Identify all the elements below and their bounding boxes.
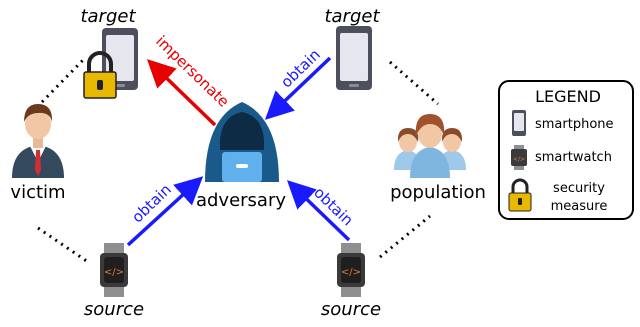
- source-right-smartwatch-icon: </>: [337, 243, 365, 297]
- obtain-arrow-bottom-right: [286, 180, 351, 242]
- target-right-label: target: [324, 6, 380, 27]
- obtain-label-bottom-left: obtain: [128, 180, 175, 226]
- connector-population-source: [379, 214, 431, 259]
- adversary-icon: [205, 102, 279, 182]
- source-left-smartwatch-icon: </>: [100, 243, 128, 297]
- impersonate-label: impersonate: [152, 32, 232, 111]
- population-icon: [394, 114, 466, 178]
- legend-smartphone-icon: [512, 110, 526, 136]
- population-label: population: [390, 182, 486, 203]
- connector-population-target: [389, 60, 439, 106]
- legend-title: LEGEND: [535, 87, 601, 106]
- padlock-icon: [83, 51, 117, 99]
- legend-item-smartphone: smartphone: [535, 117, 614, 132]
- connector-victim-target: [40, 56, 87, 104]
- target-right-smartphone-icon: [336, 26, 372, 90]
- victim-label: victim: [10, 182, 65, 203]
- impersonate-arrow: [146, 59, 217, 127]
- source-left-label: source: [84, 299, 144, 320]
- adversary-label: adversary: [196, 190, 286, 211]
- svg-text:</>: </>: [513, 156, 525, 163]
- legend-smartwatch-icon: </>: [511, 145, 527, 170]
- legend-item-smartwatch: smartwatch: [535, 150, 612, 165]
- obtain-arrow-bottom-left: [126, 176, 204, 247]
- obtain-label-bottom-right: obtain: [310, 183, 357, 229]
- dotted-connectors: [37, 56, 439, 264]
- victim-icon: [12, 104, 64, 178]
- legend-item-security-line2: measure: [551, 199, 608, 214]
- connector-victim-source: [37, 226, 89, 264]
- legend-box: [498, 80, 634, 220]
- source-right-label: source: [321, 299, 381, 320]
- legend-padlock-icon: [508, 178, 532, 212]
- svg-text:</>: </>: [104, 267, 124, 278]
- obtain-arrow-top: [264, 56, 332, 120]
- svg-text:</>: </>: [341, 267, 361, 278]
- legend: LEGEND smartphone </> smartwatch securit…: [498, 80, 634, 220]
- target-left-label: target: [80, 6, 136, 27]
- legend-item-security-line1: security: [553, 181, 605, 196]
